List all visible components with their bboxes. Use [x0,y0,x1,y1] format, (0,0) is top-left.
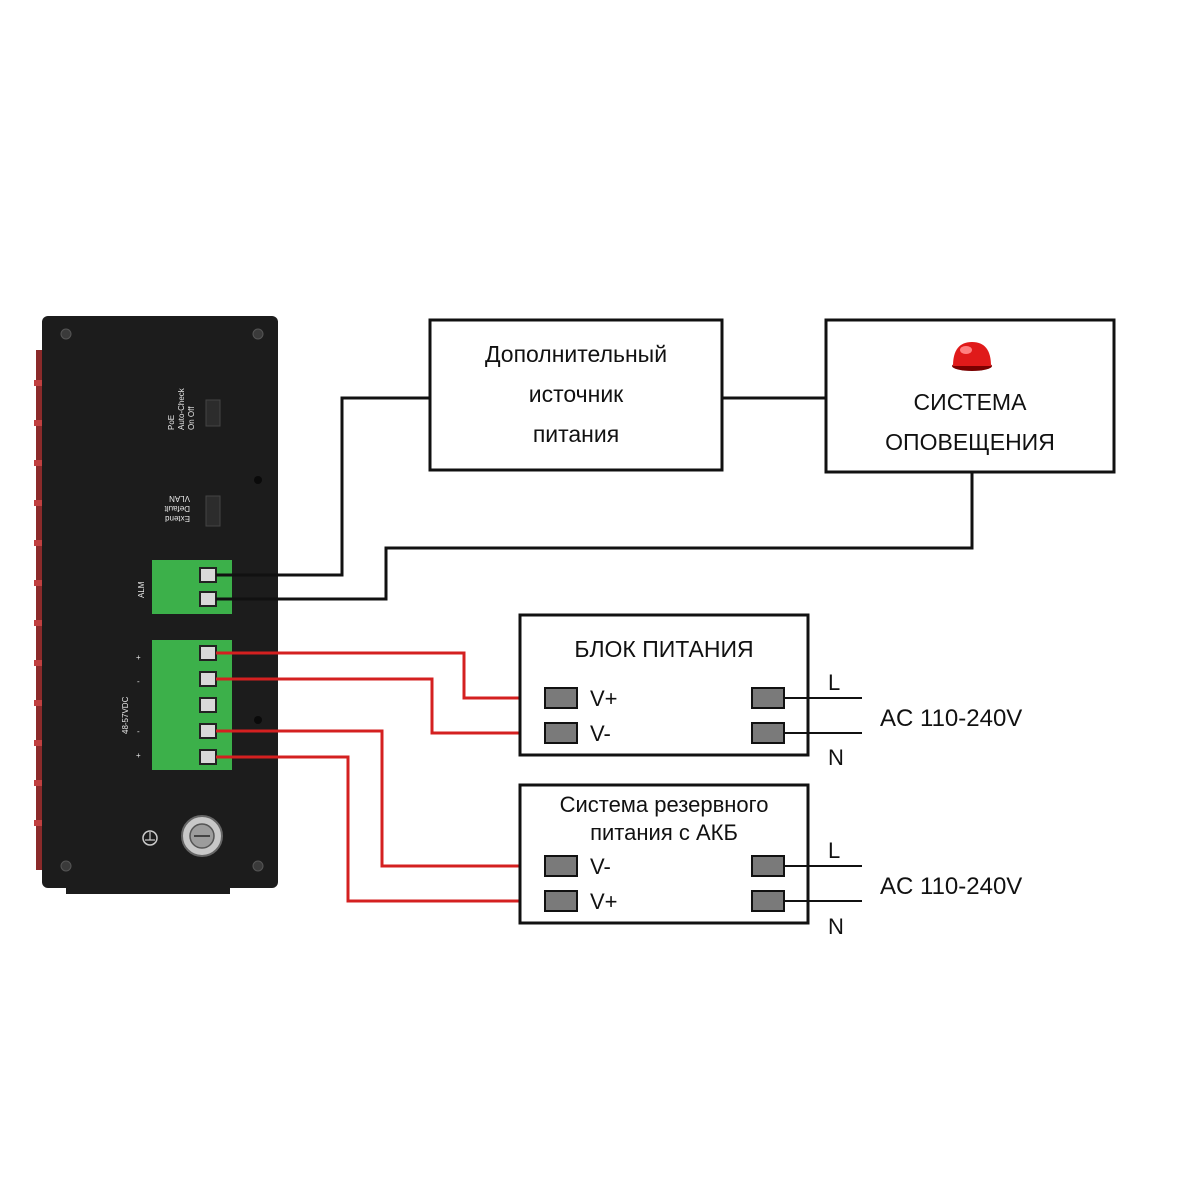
alm-wire-to-alarm [216,472,974,601]
alarm-line: ОПОВЕЩЕНИЯ [885,429,1055,455]
vlan-label: VLAN [169,494,190,503]
screw-icon [252,860,264,872]
screw-icon [254,716,262,724]
power-terminal-screw [199,723,217,739]
psu-ac-label: AC 110-240V [880,705,1022,732]
ups-terminal-l[interactable] [751,855,785,877]
ups-terminal-label: V+ [590,889,618,914]
power-terminal-screw [199,749,217,765]
psu-box: БЛОК ПИТАНИЯ V+ V- [518,613,810,757]
ups-terminal-vminus[interactable] [544,855,578,877]
alm-label: ALM [137,581,146,598]
psu-terminal-vminus[interactable] [544,722,578,744]
ups-box: Система резервного питания с АКБ V- V+ [518,783,810,925]
wire-ups-vplus [216,755,545,903]
ups-title-line: питания с АКБ [590,820,738,845]
device-heatsink-edge [36,350,46,870]
default-label: Default [164,504,190,513]
power-pin-label: - [137,727,140,736]
poe-dip-switch[interactable] [205,399,221,427]
alarm-lamp-icon [952,342,992,371]
ground-icon [142,830,158,846]
aux-power-box: Дополнительный источник питания [428,318,724,472]
wire-ups-vminus [216,729,545,868]
psu-l-label: L [828,670,840,695]
power-terminal-screw [199,671,217,687]
poe-label: PoE [167,415,176,430]
power-terminal-screw [199,645,217,661]
ups-n-label: N [828,914,844,939]
aux-power-line: Дополнительный [485,341,667,367]
switch-device: PoE Auto-Check On Off VLAN Default Exten… [34,316,278,894]
psu-terminal-n[interactable] [751,722,785,744]
power-terminal-screw [199,697,217,713]
psu-terminal-l[interactable] [751,687,785,709]
poe-switch-labels: PoE Auto-Check On Off [167,387,196,430]
power-terminal-block[interactable] [152,640,232,770]
device-fins [34,380,42,826]
aux-power-line: питания [533,421,619,447]
wire-psu-vplus [216,651,545,700]
power-pin-label: - [137,677,140,686]
vlan-dip-switch[interactable] [205,495,221,527]
alm-wires [216,396,974,601]
psu-terminal-label: V- [590,721,611,746]
alarm-line: СИСТЕМА [914,389,1028,415]
ups-ac-wires [784,865,862,902]
psu-title: БЛОК ПИТАНИЯ [574,636,753,662]
alarm-system-box: СИСТЕМА ОПОВЕЩЕНИЯ [824,318,1116,474]
psu-n-label: N [828,745,844,770]
alm-terminal-screw [199,567,217,583]
screw-icon [60,860,72,872]
screw-icon [254,476,262,484]
psu-terminal-label: V+ [590,686,618,711]
vlan-switch-labels: VLAN Default Extend [164,494,190,523]
ups-terminal-label: V- [590,854,611,879]
alm-terminal-screw [199,591,217,607]
alm-terminal-block[interactable] [152,560,232,614]
wire-psu-vminus [216,677,545,735]
on-off-label: On Off [187,406,196,430]
screw-icon [60,328,72,340]
alm-wire-to-aux [216,396,430,577]
power-input-label: 48-57VDC [121,696,130,734]
aux-power-line: источник [529,381,624,407]
psu-terminal-vplus[interactable] [544,687,578,709]
psu-ac-wires [784,697,862,734]
power-pin-label: + [136,751,141,760]
ups-title-line: Система резервного [560,792,769,817]
power-wires [216,651,545,903]
ups-ac-label: AC 110-240V [880,873,1022,900]
auto-check-label: Auto-Check [177,387,186,430]
ups-terminal-n[interactable] [751,890,785,912]
device-foot [66,880,230,894]
extend-label: Extend [165,514,190,523]
power-pin-label: + [136,653,141,662]
ups-l-label: L [828,838,840,863]
screw-icon [252,328,264,340]
ups-terminal-vplus[interactable] [544,890,578,912]
